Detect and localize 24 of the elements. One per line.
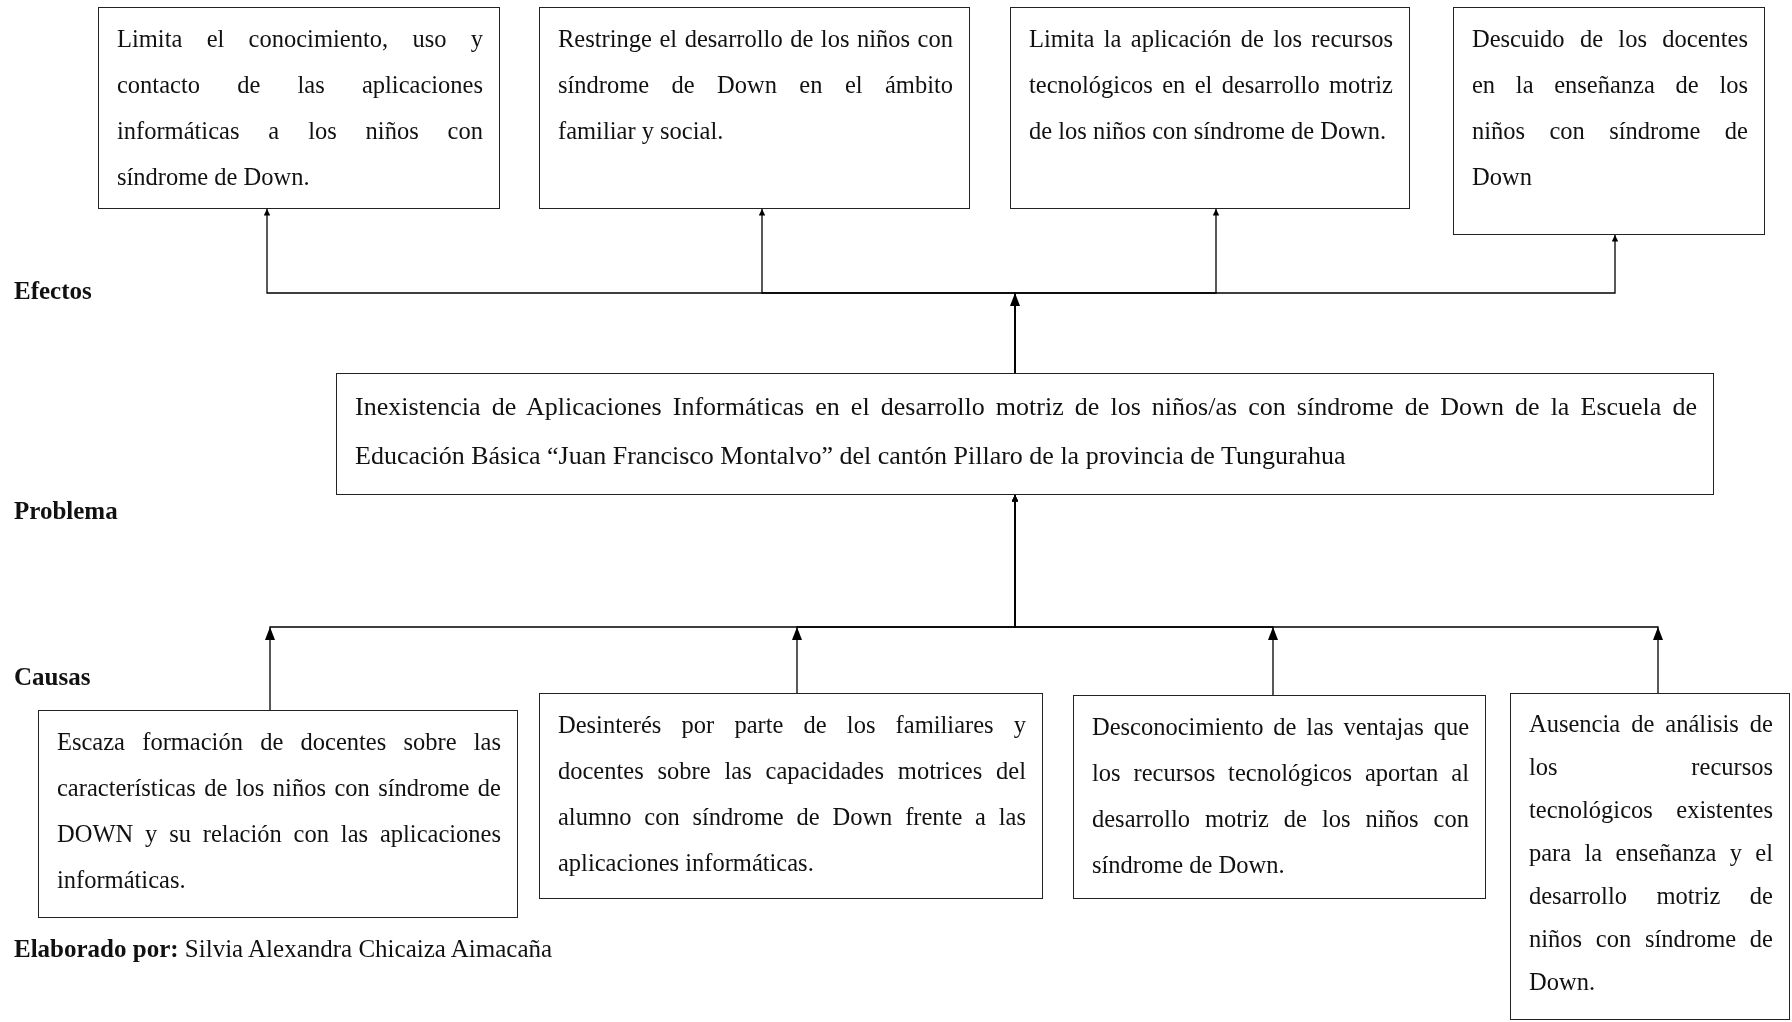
box-text: Limita el conocimiento, uso y contacto de las aplicaciones informáticas a los niños con síndrome de Down. [117, 24, 483, 192]
box-text: Inexistencia de Aplicaciones Informáticas en el desarrollo motriz de los niños/as con síndrome de Down de la Escuela de Educación Básica “Juan Francisco Montalvo” del cantón Pillaro de la provincia de Tungurahua [355, 391, 1697, 472]
effect-box [98, 7, 500, 209]
box-text: Descuido de los docentes en la enseñanza de los niños con síndrome de Down [1472, 24, 1748, 192]
row-label: Causas [14, 663, 91, 691]
author-note: Elaborado por: Silvia Alexandra Chicaiza Aimacaña [14, 935, 553, 963]
arrow [1011, 494, 1659, 694]
effect-box [1453, 7, 1765, 235]
cause-box [1073, 695, 1486, 899]
row-label: Efectos [14, 277, 92, 305]
problem-box [336, 373, 1714, 495]
box-text: Limita la aplicación de los recursos tecnológicos en el desarrollo motriz de los niños con síndrome de Down. [1029, 24, 1393, 146]
arrow [1014, 234, 1619, 374]
box-text: Ausencia de análisis de los recursos tecnológicos existentes para la enseñanza y el desarrollo motriz de niños con síndrome de Down. [1529, 709, 1773, 997]
cause-box [38, 710, 518, 918]
effect-box [539, 7, 970, 209]
box-text: Escaza formación de docentes sobre las características de los niños con síndrome de DOWN y su relación con las aplicaciones informáticas. [57, 727, 501, 895]
box-text: Restringe el desarrollo de los niños con síndrome de Down en el ámbito familiar y social. [558, 24, 953, 146]
effect-box [1010, 7, 1410, 209]
cause-box [539, 693, 1043, 899]
box-text: Desconocimiento de las ventajas que los recursos tecnológicos aportan al desarrollo motriz de los niños con síndrome de Down. [1092, 712, 1469, 880]
cause-box [1510, 693, 1790, 1020]
row-label: Problema [14, 497, 118, 525]
box-text: Desinterés por parte de los familiares y docentes sobre las capacidades motrices del alumno con síndrome de Down frente a las aplicaciones informáticas. [558, 710, 1026, 878]
